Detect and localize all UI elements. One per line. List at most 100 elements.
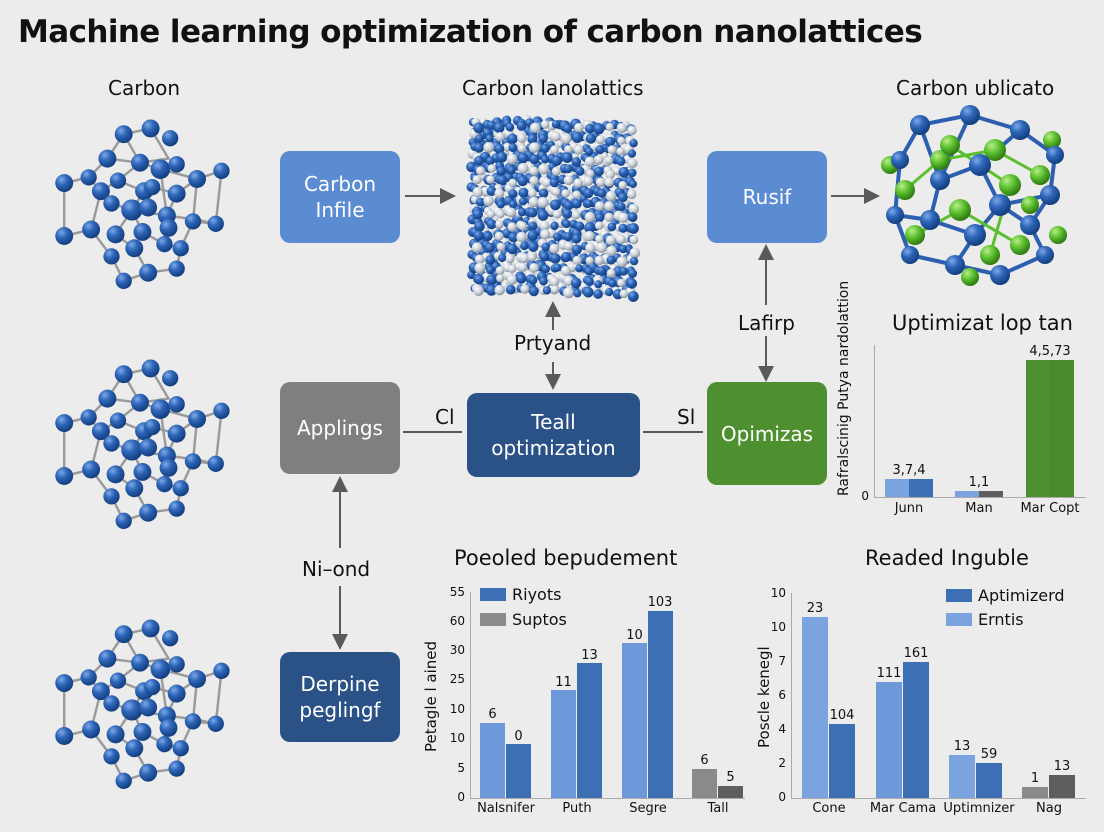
- bar-value-label: 103: [647, 595, 673, 610]
- legend-item: Suptos: [480, 610, 567, 629]
- bar: [903, 662, 929, 798]
- chart-title: Poeoled bepudement: [454, 546, 678, 570]
- legend-item: Aptimizerd: [946, 586, 1065, 605]
- y-tick: 10: [449, 702, 465, 716]
- lafirp-label: Lafirp: [738, 311, 795, 335]
- y-tick: 0: [778, 790, 786, 804]
- bar-value-label: 13: [581, 648, 598, 663]
- y-tick: 60: [449, 614, 465, 628]
- y-tick: 25: [449, 672, 465, 686]
- y-tick: 55: [449, 585, 465, 599]
- y-tick: 0: [861, 489, 869, 503]
- applings-box[interactable]: Applings: [280, 382, 400, 474]
- bar: [1050, 360, 1074, 497]
- bar: [577, 663, 602, 798]
- y-tick: 10: [770, 586, 786, 600]
- bar-value-label: 5: [726, 770, 735, 785]
- x-tick-label: Segre: [629, 801, 667, 816]
- bar-value-label: 4,5,73: [1029, 344, 1071, 359]
- bar-value-label: 6: [700, 753, 709, 768]
- bar: [718, 786, 743, 798]
- x-tick-label: Man: [965, 501, 993, 516]
- bar: [551, 690, 576, 798]
- bar: [1049, 775, 1075, 798]
- bar: [1022, 787, 1048, 798]
- bar: [876, 682, 902, 798]
- teall-optimization-box[interactable]: Teall optimization: [467, 393, 640, 477]
- legend-swatch: [946, 589, 972, 602]
- bar-value-label: 6: [488, 707, 497, 722]
- bar-value-label: 0: [514, 729, 523, 744]
- y-tick: 5: [457, 761, 465, 775]
- bar-value-label: 13: [953, 739, 971, 754]
- legend-item: Erntis: [946, 610, 1024, 629]
- ublicato-molecule-icon: [881, 105, 1067, 286]
- bar: [955, 491, 979, 497]
- y-axis-label: Petagle l ained: [422, 640, 440, 752]
- bar-value-label: 104: [829, 708, 855, 723]
- x-tick-label: Tall: [707, 801, 729, 816]
- x-tick-label: Puth: [562, 801, 592, 816]
- carbon-infile-box[interactable]: Carbon Infile: [280, 151, 400, 243]
- bar-value-label: 13: [1053, 759, 1071, 774]
- page-title: Machine learning optimization of carbon …: [18, 14, 923, 50]
- legend-swatch: [946, 613, 972, 626]
- bar-value-label: 59: [980, 747, 998, 762]
- legend-label: Aptimizerd: [978, 586, 1065, 605]
- bar: [829, 724, 855, 798]
- bar: [885, 479, 909, 497]
- cl-label: Cl: [435, 405, 455, 429]
- legend-label: Riyots: [512, 585, 562, 604]
- bar-value-label: 23: [806, 601, 824, 616]
- x-axis: [874, 497, 1086, 498]
- y-tick: 0: [457, 790, 465, 804]
- y-tick: 30: [449, 643, 465, 657]
- bar: [802, 617, 828, 798]
- y-axis: [874, 345, 875, 497]
- sl-label: Sl: [677, 405, 696, 429]
- bar: [949, 755, 975, 798]
- ublicato-label: Carbon ublicato: [896, 76, 1055, 100]
- derpine-peglling-box[interactable]: Derpine peglingf: [280, 652, 400, 742]
- y-axis: [791, 593, 792, 799]
- ni-ond-label: Ni–ond: [302, 557, 371, 581]
- legend-swatch: [480, 613, 506, 626]
- legend-item: Riyots: [480, 585, 561, 604]
- y-tick: 4: [778, 722, 786, 736]
- x-axis: [470, 798, 745, 799]
- carbon-structure-label: Carbon: [108, 76, 181, 100]
- bar-value-label: 3,7,4: [892, 463, 926, 478]
- chart-title: Uptimizat lop tan: [892, 311, 1073, 335]
- bar: [648, 611, 673, 798]
- prtyand-label: Prtyand: [514, 331, 592, 355]
- nanolattice-cube-icon: [466, 114, 641, 302]
- rusif-box[interactable]: Rusif: [707, 151, 827, 243]
- legend-label: Erntis: [978, 610, 1024, 629]
- bar-value-label: 1: [1030, 771, 1040, 786]
- x-tick-label: Mar Copt: [1020, 501, 1080, 516]
- legend-swatch: [480, 588, 506, 601]
- bar: [909, 479, 933, 497]
- y-axis: [470, 592, 471, 799]
- x-tick-label: Mar Cama: [869, 801, 937, 816]
- x-tick-label: Junn: [894, 501, 924, 516]
- x-tick-label: Nalsnifer: [477, 801, 535, 816]
- x-tick-label: Cone: [812, 801, 846, 816]
- x-tick-label: Nag: [1036, 801, 1062, 816]
- bar: [976, 763, 1002, 798]
- bar: [506, 744, 531, 798]
- bar-value-label: 111: [876, 666, 902, 681]
- y-tick: 7: [778, 654, 786, 668]
- x-tick-label: Uptimnizer: [943, 801, 1015, 816]
- bar: [1026, 360, 1050, 497]
- bar: [480, 723, 505, 798]
- legend-label: Suptos: [512, 610, 567, 629]
- opimizas-box[interactable]: Opimizas: [707, 382, 827, 485]
- bar-value-label: 11: [555, 675, 572, 690]
- y-tick: 6: [778, 688, 786, 702]
- bar-value-label: 161: [903, 646, 929, 661]
- nanolattice-label: Carbon lanolattics: [462, 76, 644, 100]
- chart-title: Readed Inguble: [865, 546, 1029, 570]
- y-tick: 10: [449, 731, 465, 745]
